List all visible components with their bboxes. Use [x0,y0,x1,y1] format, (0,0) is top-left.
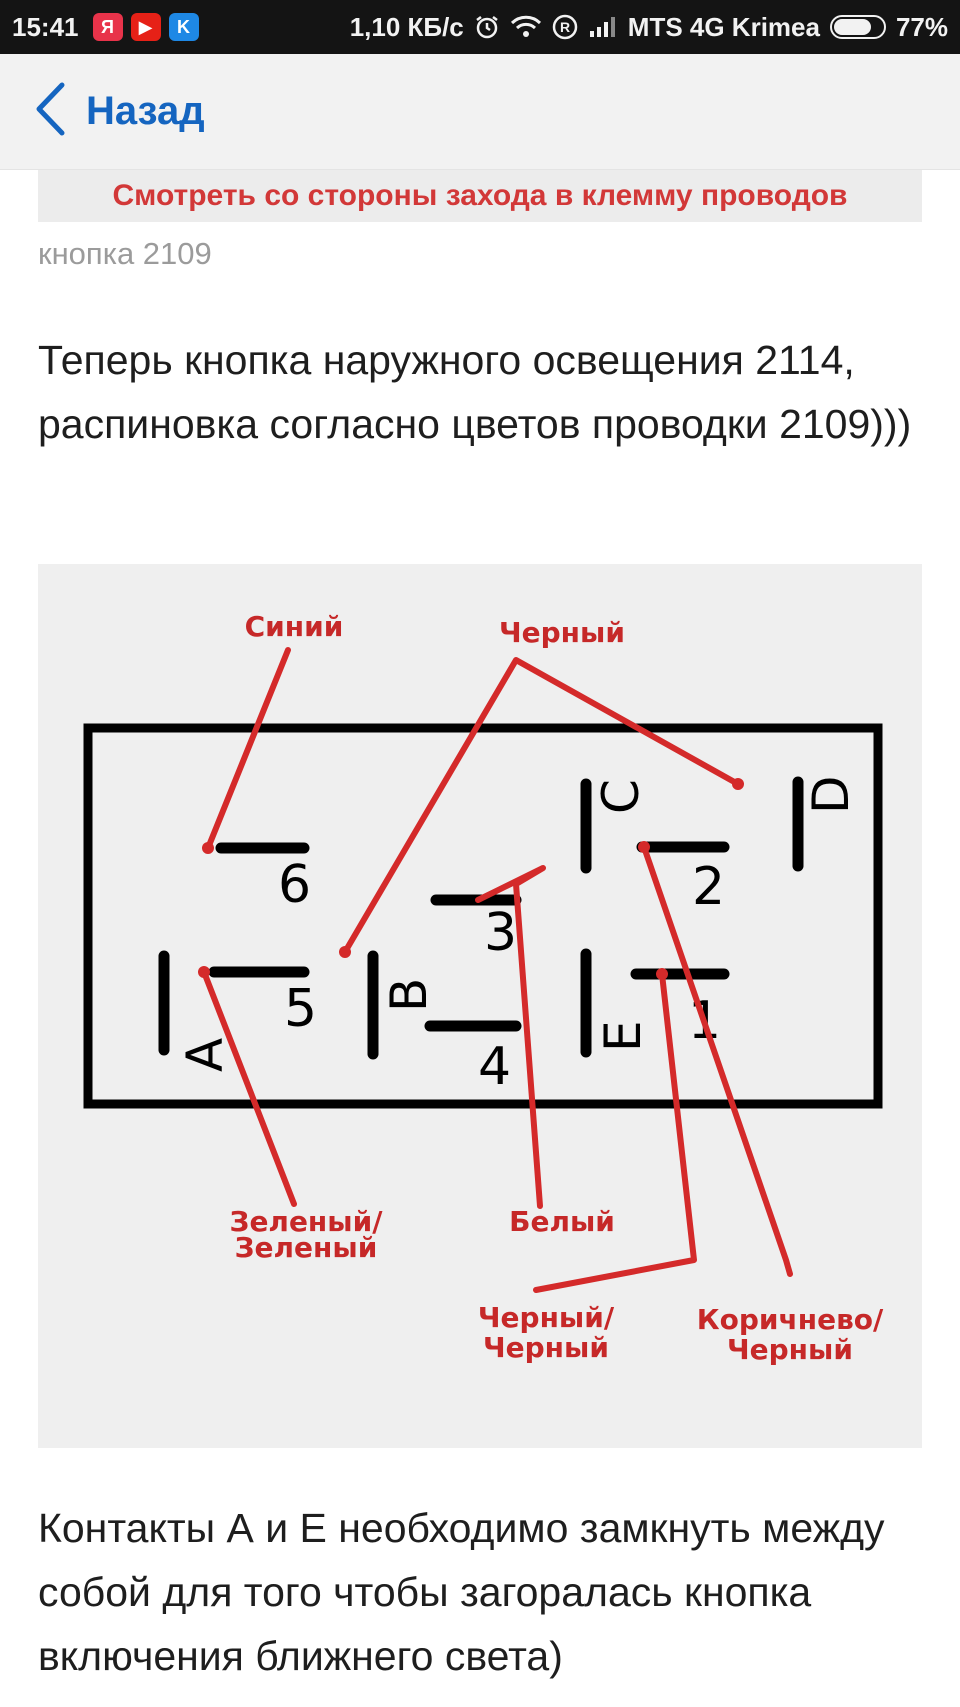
pin-number-6: 6 [278,855,311,915]
chevron-left-icon [34,82,66,141]
wire-brown-black [641,844,793,1277]
wire-label-green-1: Зеленый/ [230,1205,384,1238]
article-paragraph: Теперь кнопка наружного освещения 2114, … [38,337,912,447]
wire-end-dot [202,842,214,854]
pin-number-4: 4 [478,1037,511,1097]
wire-end-dot [656,968,668,980]
image-note-text: Смотреть со стороны захода в клемму пров… [112,179,848,212]
wifi-icon [510,15,542,39]
network-speed: 1,10 КБ/с [349,11,464,42]
switch-body-outline [83,723,883,1109]
wire-label-green-2: Зеленый [235,1231,378,1264]
wiring-image-bottom-strip: Смотреть со стороны захода в клемму пров… [38,170,922,222]
wire-black-black [533,971,697,1293]
wire-label-black-black-1: Черный/ [478,1301,615,1334]
pin-letter-A: A [176,1038,234,1072]
wire-end-dot [732,778,744,790]
pin-letter-C: C [592,779,650,814]
back-button[interactable]: Назад [34,82,205,141]
wire-label-black: Черный [499,616,625,649]
svg-text:R: R [560,19,570,35]
status-right-group: 1,10 КБ/с R MTS 4G Krimea 77% [350,12,948,43]
pin-letter-E: E [594,1020,652,1052]
wires [201,647,793,1293]
wire-end-dot [198,966,210,978]
wire-label-brown-black-1: Коричнево/ [697,1303,884,1336]
carrier-name: MTS 4G Krimea [627,11,820,42]
signal-icon [588,15,618,39]
pinout-svg: 6 5 3 4 2 1 A B C D E [83,610,884,1366]
wire-end-dot [638,841,650,853]
wire-white [475,865,546,1209]
k-app-icon: K [168,13,199,41]
youtube-app-icon: ▶ [130,13,161,41]
alarm-icon [474,14,500,40]
wire-label-black-black-2: Черный [483,1331,609,1364]
roaming-icon: R [552,14,578,40]
pin-letter-B: B [380,978,438,1012]
wire-black [342,657,741,955]
status-bar: 15:41 Я ▶ K 1,10 КБ/с R MTS 4G Krimea 77… [0,0,960,54]
pin-number-2: 2 [692,857,725,917]
status-time: 15:41 [12,11,79,42]
wire-label-brown-black-2: Черный [727,1333,853,1366]
pin-number-3: 3 [484,903,517,963]
pin-number-5: 5 [284,979,317,1039]
wire-green-green [201,969,297,1207]
battery-icon [829,15,886,39]
pinout-diagram: 6 5 3 4 2 1 A B C D E [38,564,922,1448]
wire-blue [205,647,291,851]
wire-end-dot [339,946,351,958]
article-paragraph: Контакты А и Е необходимо замкнуть между… [38,1505,885,1679]
navigation-bar: Назад [0,54,960,170]
battery-percent: 77% [895,11,948,42]
pin-letter-D: D [802,775,860,814]
yandex-app-icon: Я [92,13,123,41]
contacts [158,776,804,1060]
wire-label-white: Белый [509,1205,615,1238]
back-label: Назад [86,89,205,133]
image-caption: кнопка 2109 [38,236,212,271]
wire-label-blue: Синий [245,610,344,643]
